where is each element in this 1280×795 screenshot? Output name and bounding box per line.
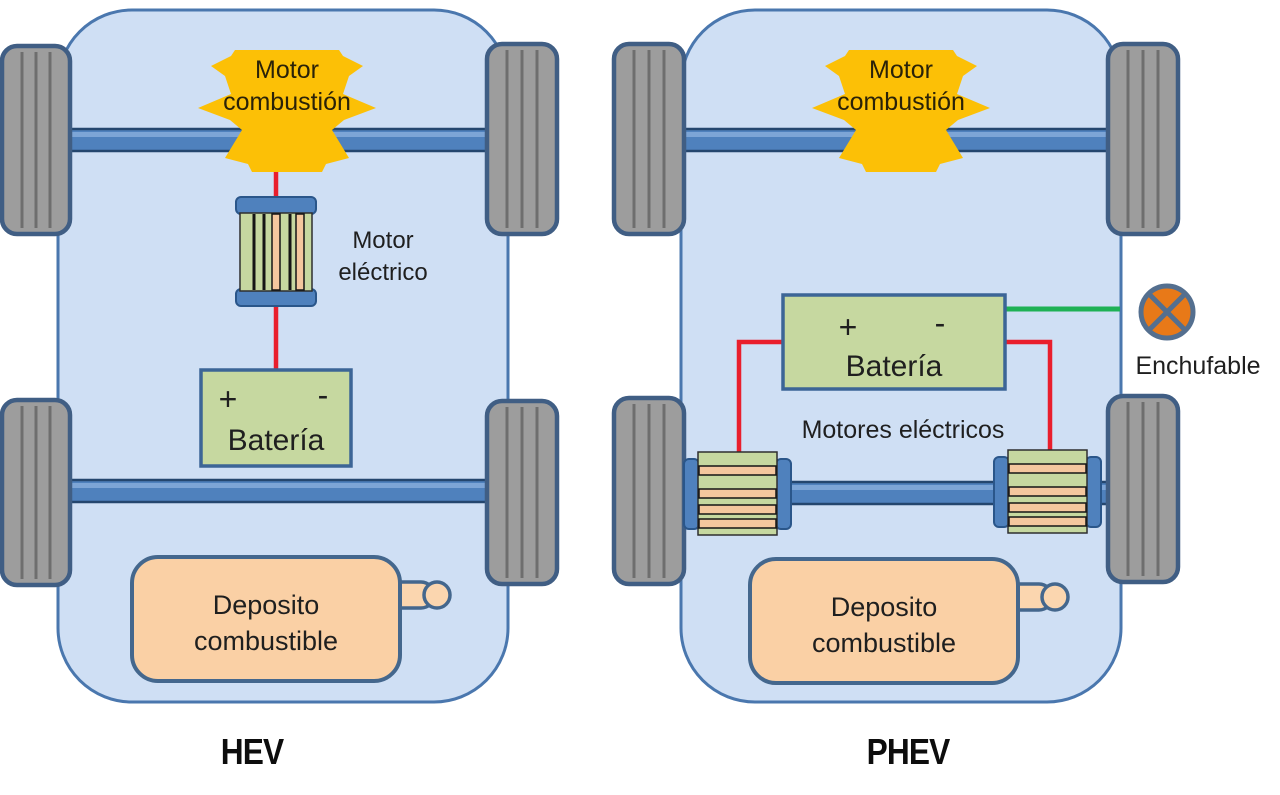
combustion-motor-hev: Motor combustión <box>198 50 376 172</box>
wheel-rear-left-phev <box>611 395 687 587</box>
combustion-motor-label-line1-phev: Motor <box>869 56 933 84</box>
combustion-motor-shape-phev <box>812 50 990 172</box>
motor-stripes-right-phev <box>1008 463 1087 527</box>
battery-hev: + - Batería <box>199 368 353 468</box>
car-body-hev <box>56 8 510 704</box>
motor-stripes-hev <box>252 213 305 291</box>
wire-battery-to-right-motor-phev <box>1005 339 1053 452</box>
plug-icon <box>1138 283 1196 341</box>
hev-vehicle: Motor combustión Motor eléctrico + - Bat… <box>0 8 560 772</box>
wheel-front-right-phev <box>1105 41 1181 237</box>
battery-phev: + - Batería <box>781 293 1007 391</box>
battery-label-hev: Batería <box>228 424 325 457</box>
fuel-filler-cap-hev <box>422 580 452 610</box>
combustion-motor-label-line2-phev: combustión <box>837 88 965 116</box>
battery-minus-hev: - <box>318 377 329 413</box>
wheel-rear-right-phev <box>1105 393 1181 585</box>
wheel-front-left-phev <box>611 41 687 237</box>
battery-plus-hev: + <box>219 381 238 417</box>
electric-motor-label-line2-hev: eléctrico <box>338 259 427 286</box>
combustion-motor-phev: Motor combustión <box>812 50 990 172</box>
combustion-motor-label-line1-hev: Motor <box>255 56 319 84</box>
fuel-tank-phev: Deposito combustible <box>748 557 1070 685</box>
phev-caption: PHEV <box>867 732 951 772</box>
wheel-rear-right-hev <box>484 398 560 587</box>
electric-motors-label-phev: Motores eléctricos <box>802 416 1005 444</box>
fuel-tank-hev: Deposito combustible <box>130 555 452 683</box>
fuel-tank-label-line2-phev: combustible <box>812 628 956 658</box>
fuel-tank-label-line2-hev: combustible <box>194 626 338 656</box>
phev-vehicle: Motor combustión + - Batería Motores elé… <box>611 8 1261 772</box>
plug-label: Enchufable <box>1135 352 1260 380</box>
combustion-motor-label-line2-hev: combustión <box>223 88 351 116</box>
wire-battery-to-left-motor-phev <box>736 339 783 455</box>
battery-label-phev: Batería <box>846 350 943 383</box>
fuel-tank-label-line1-hev: Deposito <box>213 590 320 620</box>
rear-axle-hev <box>16 478 522 504</box>
combustion-motor-shape-hev <box>198 50 376 172</box>
electric-motor-left-phev <box>683 451 792 536</box>
motor-stripes-left-phev <box>698 465 777 529</box>
fuel-tank-label-line1-phev: Deposito <box>831 592 938 622</box>
battery-plus-phev: + <box>839 309 858 345</box>
battery-minus-phev: - <box>935 305 946 341</box>
wheel-front-left-hev <box>0 43 73 237</box>
electric-motor-label-line1-hev: Motor <box>352 227 413 254</box>
electric-motor-right-phev <box>993 449 1102 534</box>
wheel-front-right-hev <box>484 41 560 237</box>
hev-caption: HEV <box>221 732 285 772</box>
fuel-filler-cap-phev <box>1040 582 1070 612</box>
electric-motor-hev <box>235 196 317 307</box>
wheel-rear-left-hev <box>0 397 73 588</box>
